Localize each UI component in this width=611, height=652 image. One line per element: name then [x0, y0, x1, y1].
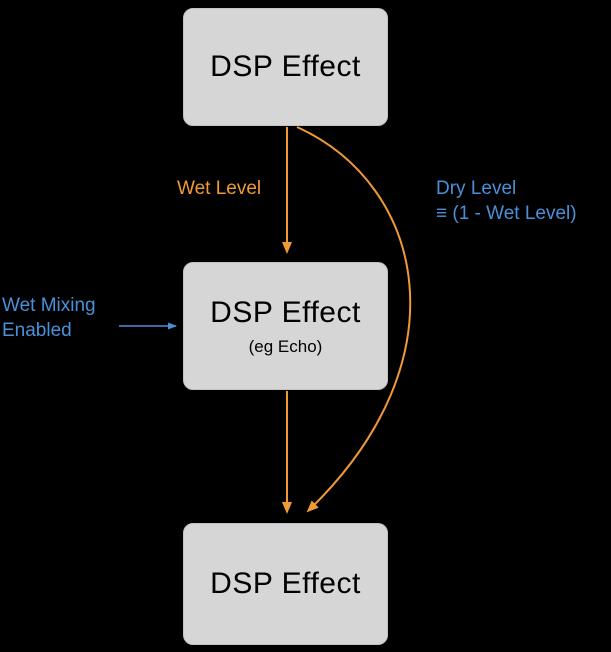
node-dsp-effect-top: DSP Effect: [183, 8, 388, 126]
wet-mixing-enabled-label: Wet Mixing Enabled: [2, 293, 96, 343]
node-title: DSP Effect: [210, 295, 361, 329]
node-title: DSP Effect: [210, 567, 361, 600]
node-subtitle: (eg Echo): [248, 336, 323, 356]
wet-level-text: Wet Level: [177, 178, 262, 199]
wet-level-label: Wet Level: [177, 176, 261, 201]
node-title: DSP Effect: [210, 50, 361, 83]
node-dsp-effect-middle: DSP Effect (eg Echo): [183, 262, 388, 390]
wet-mixing-line1: Wet Mixing: [2, 295, 96, 316]
node-dsp-effect-bottom: DSP Effect: [183, 523, 388, 645]
dry-level-line1: Dry Level: [436, 178, 517, 199]
dry-level-line2: ≡ (1 - Wet Level): [436, 203, 577, 224]
dry-level-label: Dry Level ≡ (1 - Wet Level): [436, 176, 577, 226]
wet-mixing-line2: Enabled: [2, 320, 72, 341]
dry-bypass-arrow: [296, 126, 412, 513]
